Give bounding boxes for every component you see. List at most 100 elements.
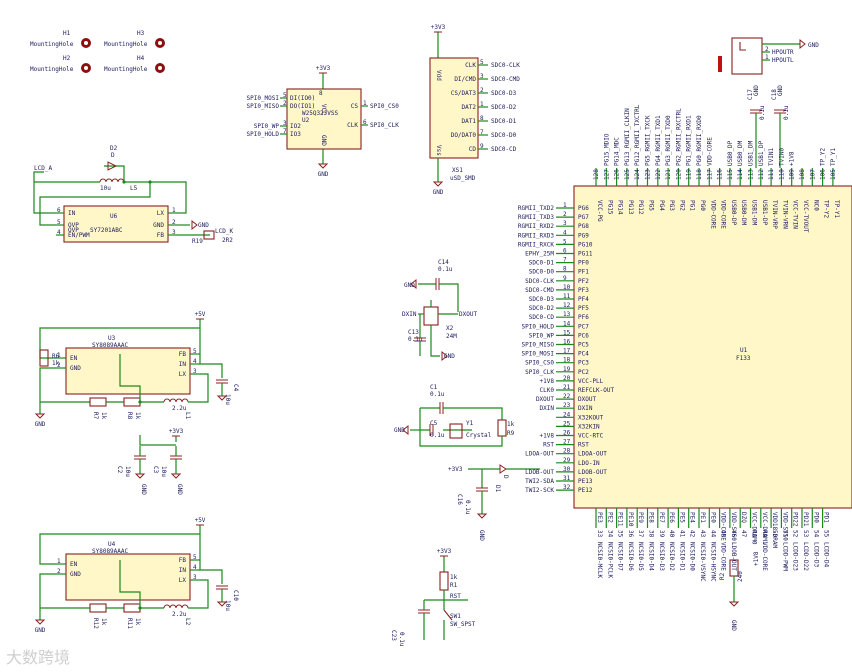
mcu-net-label: RGMII_RXCK [518, 241, 555, 248]
xtal24-c13-val: 0.1u [408, 336, 423, 343]
mcu-pin-num: 34 [606, 530, 613, 538]
mcu-pin-name: PC6 [578, 332, 589, 339]
mcu-pin-name: USB0-DM [740, 200, 747, 226]
reset-switch-icon [443, 609, 453, 621]
mcu-pin-name: PG14 [617, 200, 624, 215]
sd-pin-num: 8 [480, 115, 484, 122]
diode-d2-icon [107, 161, 118, 171]
mcu-pin-num: 4 [563, 229, 567, 236]
mcu-pin-name: VDD-CORE [720, 200, 727, 229]
lcd-pin-num: 4 [57, 229, 61, 236]
reg-vin-wire [199, 531, 223, 584]
ldo-d1-ref: D1 [494, 485, 501, 493]
mcu-net-label: SDC0-D2 [529, 305, 555, 312]
mcu-net-label: SDC0-D3 [529, 296, 555, 303]
ground-icon [34, 619, 46, 625]
mcu-pin-num: 19 [563, 366, 571, 373]
ground-icon [410, 278, 417, 290]
mcu-pin-num: 108 [799, 169, 806, 180]
reg-pin-name: GND [70, 365, 81, 372]
xtal24-ref: X2 [446, 325, 454, 332]
mcu-pin-num: 15 [563, 329, 571, 336]
reset-r1-ref: R1 [450, 582, 458, 589]
reg-cap-val: 10u [224, 600, 231, 611]
reg-pin-num: 4 [193, 564, 197, 571]
reg-r2-ref: R7 [92, 412, 99, 420]
mcu-pin-num: 29 [563, 457, 571, 464]
mcu-pin-name: PC7 [578, 323, 589, 330]
mcu-pin-name: PF1 [578, 269, 589, 276]
mcu-gnd: GND [753, 85, 760, 96]
lcd-pin-ovp: OVP [68, 227, 79, 234]
mcu-net-label: PG4_RGMII_TXD1 [655, 115, 662, 166]
mcu-pin-num: 1 [563, 202, 567, 209]
mcu-pin-name: PE0 [709, 512, 716, 523]
resistor-r6 [39, 349, 49, 367]
mcu-pin-name: PE4 [689, 512, 696, 523]
mcu-pin-name: PE6 [668, 512, 675, 523]
mcu-pin-num: 128 [593, 169, 600, 180]
mcu-pin-num: 20 [563, 375, 571, 382]
mcu-pin-num: 13 [563, 311, 571, 318]
ground-icon [799, 38, 806, 50]
ground-icon [728, 601, 740, 607]
reg1-r6-val: 1k [52, 360, 60, 367]
mcu-pin-name: X32KIN [578, 423, 600, 430]
ground-icon [410, 278, 417, 290]
mcu-pin-num: 32 [563, 484, 571, 491]
reg-r2-val: 1k [100, 412, 107, 420]
reg1-c2-ref: C2 [116, 466, 123, 474]
mcu-pin-name: PE3 [596, 512, 603, 523]
mcu-pin-num: 37 [637, 530, 644, 538]
junction-dot [148, 180, 152, 184]
mcu-net-label: TP_Y2 [820, 148, 827, 166]
rtc-wire [443, 407, 503, 420]
mcu-pin-name: PC3 [578, 360, 589, 367]
mcu-pin-num: 53 [802, 530, 809, 538]
mcu-pin-name: RST [578, 442, 589, 449]
mcu-pin-name: PC4 [578, 351, 589, 358]
mcu-pin-name: PF3 [578, 287, 589, 294]
mcu-pin-num: 5 [563, 238, 567, 245]
reset-c23-val: 0.1u [398, 632, 405, 647]
mcu-pin-num: 26 [563, 430, 571, 437]
mcu-pin-name: VCC-PLL [578, 378, 604, 385]
sd-pin-num: 7 [480, 129, 484, 136]
ground-icon [402, 424, 409, 436]
mcu-pin-name: VDD18-DRAM [771, 512, 778, 549]
mcu-c18-val: 0.1u [783, 105, 790, 120]
reset-r1-val: 1k [450, 574, 458, 581]
lcd-diode-wire [104, 165, 125, 182]
mcu-net-label: PG15_MDIO [603, 133, 610, 166]
sd-pin-num: 9 [480, 143, 484, 150]
U3-body [65, 347, 191, 395]
mcu-pin-num: 23 [563, 402, 571, 409]
crystal-y1 [449, 423, 463, 439]
mcu-net-label: LCDD-D4 [823, 542, 830, 568]
mcu-pin-num: 126 [614, 169, 621, 180]
mcu-net-label: SPI0_MISO [521, 342, 554, 349]
mcu-pin-num: 18 [563, 357, 571, 364]
reg-r2-ref: R12 [92, 618, 99, 629]
resistor-R11 [123, 603, 141, 613]
mcu-r2-val: 240 [737, 571, 744, 582]
mcu-pin-name: TP-Y1 [833, 200, 840, 218]
flash-pin-num: 2 [283, 100, 287, 107]
reg-pin-name: FB [179, 351, 187, 358]
xtal24-dxout: DXOUT [459, 311, 477, 318]
mcu-r2-ref: R2 [719, 572, 726, 580]
rtc-c1-val: 0.1u [430, 391, 445, 398]
mcu-pin-num: 2 [563, 211, 567, 218]
mcu-pin-num: 41 [678, 530, 685, 538]
reg-r3-ref: R8 [126, 412, 133, 420]
flash-net-label: SPI0_HOLD [246, 131, 279, 138]
mounting-hole-ref: H3 [137, 30, 145, 37]
mcu-pin-name: NC0 [812, 200, 819, 211]
mcu-pin-name: PE13 [578, 478, 593, 485]
lcd-pin-num: 1 [172, 207, 176, 214]
mcu-net-label: +1V8 [540, 433, 555, 440]
mcu-pin-num: 54 [812, 530, 819, 538]
resistor-r1 [439, 571, 449, 591]
mcu-pin-num: 106 [820, 169, 827, 180]
reg-fb-wire [119, 354, 141, 402]
